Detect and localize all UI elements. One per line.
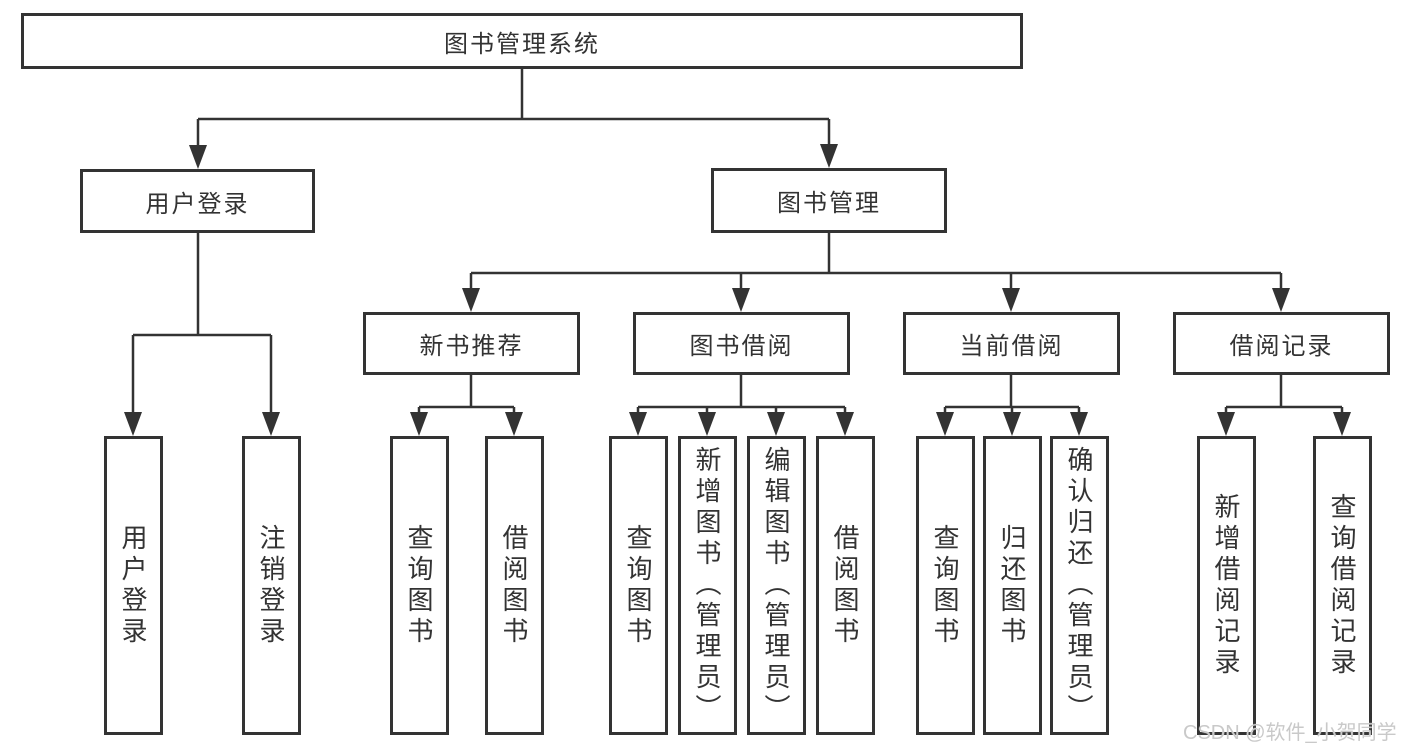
- arrowheads: [124, 144, 1351, 436]
- leaf-query-books-3-label: 查询图书: [930, 523, 960, 648]
- leaf-borrow-books-2-label: 借阅图书: [830, 523, 860, 648]
- leaf-query-books-1: 查询图书: [390, 436, 449, 735]
- leaf-query-borrow-record: 查询借阅记录: [1313, 436, 1372, 735]
- node-new-book-recommend-label: 新书推荐: [419, 333, 524, 360]
- leaf-return-book-label: 归还图书: [997, 523, 1027, 648]
- leaf-logout: 注销登录: [242, 436, 301, 735]
- leaf-add-book-admin-label: 新增图书（管理员）: [692, 446, 722, 725]
- leaf-borrow-books-1: 借阅图书: [485, 436, 544, 735]
- leaf-return-book: 归还图书: [983, 436, 1042, 735]
- leaf-add-book-admin: 新增图书（管理员）: [678, 436, 737, 735]
- node-new-book-recommend: 新书推荐: [363, 312, 580, 375]
- node-book-borrow-label: 图书借阅: [689, 333, 794, 360]
- csdn-watermark: CSDN @软件_小贺同学: [1183, 722, 1397, 744]
- leaf-edit-book-admin-label: 编辑图书（管理员）: [761, 446, 791, 725]
- leaf-query-books-2-label: 查询图书: [623, 523, 653, 648]
- node-borrow-records-label: 借阅记录: [1229, 333, 1334, 360]
- leaf-user-login-label: 用户登录: [118, 523, 148, 648]
- leaf-edit-book-admin: 编辑图书（管理员）: [747, 436, 806, 735]
- leaf-query-books-1-label: 查询图书: [404, 523, 434, 648]
- node-root-label: 图书管理系统: [444, 30, 600, 58]
- leaf-add-borrow-record-label: 新增借阅记录: [1211, 492, 1241, 679]
- node-user-login-label: 用户登录: [145, 190, 250, 218]
- node-book-management: 图书管理: [711, 168, 947, 233]
- leaf-query-books-2: 查询图书: [609, 436, 668, 735]
- leaf-borrow-books-2: 借阅图书: [816, 436, 875, 735]
- node-current-borrow-label: 当前借阅: [959, 333, 1064, 360]
- leaf-query-books-3: 查询图书: [916, 436, 975, 735]
- leaf-query-borrow-record-label: 查询借阅记录: [1327, 492, 1357, 679]
- leaf-confirm-return-admin: 确认归还（管理员）: [1050, 436, 1109, 735]
- leaf-user-login: 用户登录: [104, 436, 163, 735]
- leaf-add-borrow-record: 新增借阅记录: [1197, 436, 1256, 735]
- node-borrow-records: 借阅记录: [1173, 312, 1390, 375]
- node-book-management-label: 图书管理: [777, 190, 881, 217]
- node-user-login: 用户登录: [80, 169, 315, 233]
- leaf-confirm-return-admin-label: 确认归还（管理员）: [1064, 446, 1094, 725]
- node-root: 图书管理系统: [21, 13, 1023, 69]
- node-book-borrow: 图书借阅: [633, 312, 850, 375]
- leaf-borrow-books-1-label: 借阅图书: [499, 523, 529, 648]
- node-current-borrow: 当前借阅: [903, 312, 1120, 375]
- leaf-logout-label: 注销登录: [256, 523, 286, 648]
